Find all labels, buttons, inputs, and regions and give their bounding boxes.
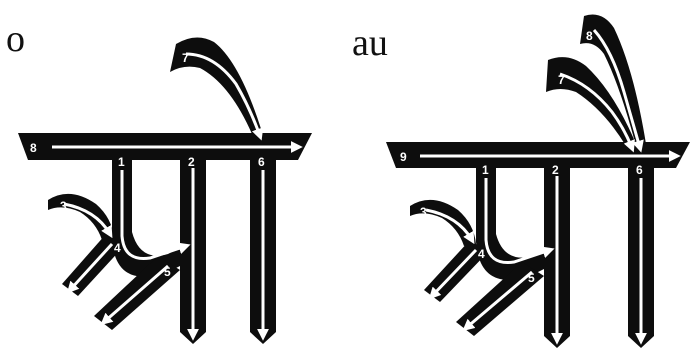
stroke-number: 9	[400, 150, 407, 164]
stroke-number: 6	[636, 163, 643, 177]
stroke-number: 1	[118, 155, 125, 169]
stroke-number: 5	[164, 265, 171, 279]
glyph-o: 1 2 3 4 5 6 7 8	[18, 37, 312, 344]
stroke-4-path	[432, 250, 476, 296]
stroke-number: 3	[420, 205, 427, 219]
glyph-au: 1 2 3 4 5 6 7 8 9	[386, 15, 690, 349]
stroke-number: 2	[188, 155, 195, 169]
stroke-number: 2	[552, 163, 559, 177]
stroke-4-path	[70, 244, 112, 290]
stroke-number: 6	[258, 155, 265, 169]
stroke-number: 7	[182, 51, 189, 65]
stroke-number: 4	[478, 247, 485, 261]
stroke-number: 8	[30, 141, 37, 155]
stroke-number: 8	[586, 29, 593, 43]
stroke-number: 1	[482, 163, 489, 177]
stroke-1-shape	[112, 160, 190, 277]
stroke-5-path	[466, 272, 532, 328]
stroke-number: 7	[558, 73, 565, 87]
stroke-3-shape	[48, 194, 114, 240]
stroke-number: 5	[528, 271, 535, 285]
stroke-number: 3	[60, 199, 67, 213]
stroke-number: 4	[114, 241, 121, 255]
